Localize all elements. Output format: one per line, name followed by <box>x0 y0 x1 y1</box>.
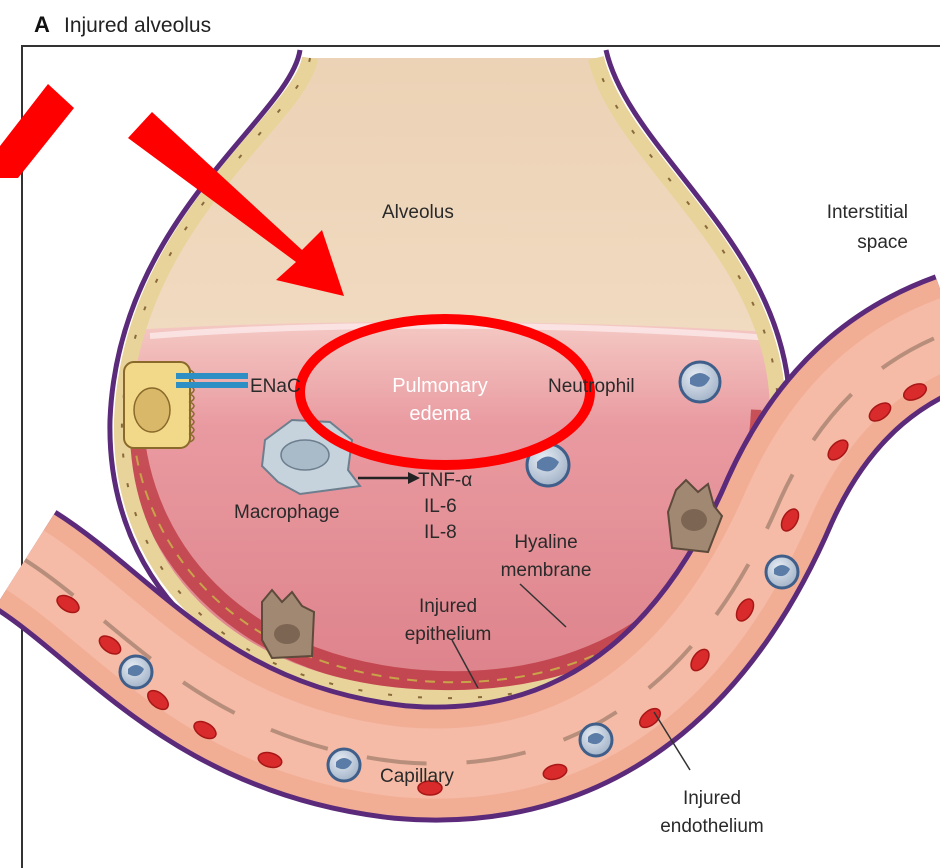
label-neutrophil: Neutrophil <box>548 376 635 397</box>
label-interstitial-2: space <box>857 232 908 253</box>
label-injured-epithelium-2: epithelium <box>405 624 492 645</box>
label-injured-endothelium-2: endothelium <box>660 816 764 837</box>
neutrophil-icon <box>328 749 360 781</box>
panel-title: Injured alveolus <box>64 14 211 37</box>
label-tnf: TNF-α <box>418 470 472 491</box>
label-interstitial: Interstitial <box>827 202 908 223</box>
neutrophil-icon <box>120 656 152 688</box>
label-injured-endothelium: Injured <box>683 788 741 809</box>
neutrophil-icon <box>680 362 720 402</box>
label-macrophage: Macrophage <box>234 502 340 523</box>
label-pulmonary-edema: Pulmonary <box>392 375 488 397</box>
panel-letter: A <box>34 12 50 37</box>
label-pulmonary-edema-2: edema <box>409 403 471 425</box>
label-il6: IL-6 <box>424 496 457 517</box>
label-capillary: Capillary <box>380 766 454 787</box>
label-injured-epithelium: Injured <box>419 596 477 617</box>
label-hyaline-2: membrane <box>501 560 592 581</box>
label-hyaline: Hyaline <box>514 532 577 553</box>
neutrophil-icon <box>580 724 612 756</box>
label-alveolus: Alveolus <box>382 202 454 223</box>
label-enac: ENaC <box>250 376 301 397</box>
arrow-annotation-icon <box>0 84 74 178</box>
label-il8: IL-8 <box>424 522 457 543</box>
neutrophil-icon <box>766 556 798 588</box>
